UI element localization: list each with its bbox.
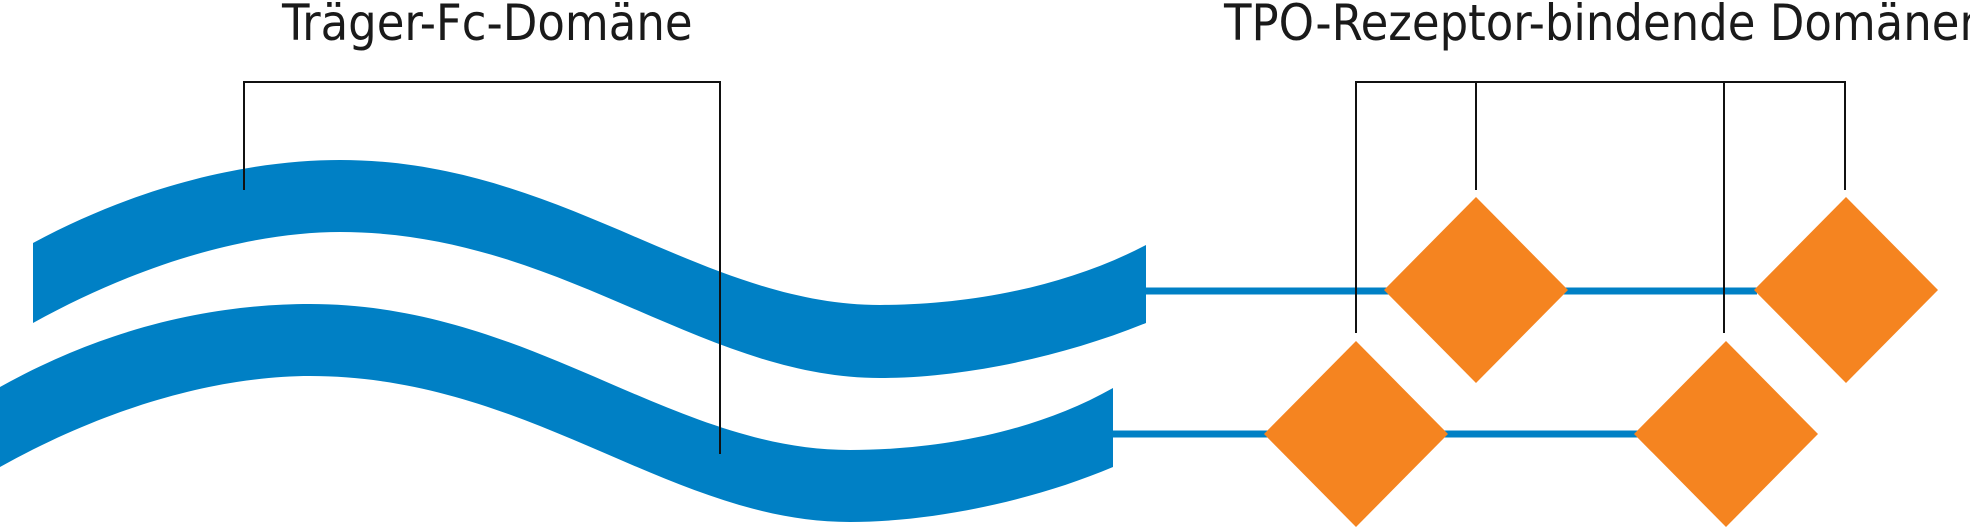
chain-lower xyxy=(0,304,1818,527)
fc-domain-label: Träger-Fc-Domäne xyxy=(281,0,693,52)
tpo-diamond-lower-2 xyxy=(1634,341,1818,527)
fc-domain-bracket xyxy=(243,81,721,454)
tpo-domains-bracket xyxy=(1355,81,1846,333)
tpo-diamond-upper-1 xyxy=(1384,197,1568,383)
tpo-diamond-upper-2 xyxy=(1754,197,1938,383)
chain-upper xyxy=(33,160,1938,383)
fc-band-upper xyxy=(33,160,1146,378)
fc-band-lower xyxy=(0,304,1113,522)
tpo-diamond-lower-1 xyxy=(1264,341,1448,527)
tpo-domains-label: TPO-Rezeptor-bindende Domänen xyxy=(1223,0,1970,52)
